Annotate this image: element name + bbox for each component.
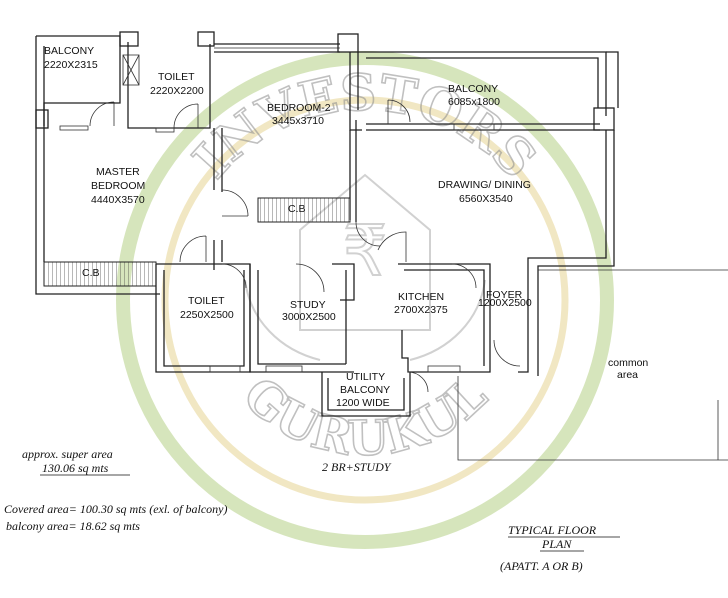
cupboard-label-2: C.B — [82, 267, 100, 279]
room-size-master-bedroom: 4440X3570 — [91, 194, 145, 206]
watermark-inner-ring — [161, 96, 569, 504]
room-name-utility-l1: UTILITY — [346, 371, 385, 383]
room-name-balcony-master: BALCONY — [44, 45, 94, 57]
room-size-bedroom-2: 3445x3710 — [272, 115, 324, 127]
watermark-outer-ring — [116, 51, 614, 549]
super-area-value: 130.06 sq mts — [42, 461, 109, 475]
column — [119, 31, 139, 47]
watermark-hands-icon — [244, 279, 486, 361]
super-area-label: approx. super area — [22, 447, 113, 461]
doors — [59, 99, 521, 393]
balcony-area-note: balcony area= 18.62 sq mts — [6, 519, 140, 533]
room-size-foyer: 1200X2500 — [478, 297, 532, 309]
watermark-top-text: INVESTORS — [181, 63, 547, 190]
room-size-toilet-2: 2250X2500 — [180, 309, 234, 321]
room-size-toilet-1: 2220X2200 — [150, 85, 204, 97]
column — [337, 33, 359, 53]
room-size-balcony-main: 6085x1800 — [448, 96, 500, 108]
room-size-balcony-master: 2220X2315 — [44, 59, 98, 71]
room-name-master-bedroom-l1: MASTER — [96, 166, 140, 178]
window — [427, 365, 461, 373]
room-size-study: 3000X2500 — [282, 311, 336, 323]
common-area-label-l2: area — [617, 369, 638, 381]
room-name-balcony-main: BALCONY — [448, 83, 498, 95]
watermark-rupee-icon: ₹ — [343, 210, 388, 292]
window — [155, 127, 175, 133]
room-name-utility-l2: BALCONY — [340, 384, 390, 396]
room-name-kitchen: KITCHEN — [398, 291, 444, 303]
column — [593, 107, 615, 131]
room-name-drawing-dining: DRAWING/ DINING — [438, 179, 531, 191]
room-name-foyer: FOYER — [486, 289, 523, 301]
window — [453, 123, 495, 131]
covered-area-note: Covered area= 100.30 sq mts (exl. of bal… — [4, 502, 228, 516]
plan-title-line3: (APATT. A OR B) — [500, 559, 583, 573]
room-name-toilet-2: TOILET — [188, 295, 225, 307]
unit-type-label: 2 BR+STUDY — [322, 460, 392, 474]
cupboard-bedroom2 — [257, 197, 351, 223]
common-area-label-l1: common — [608, 357, 648, 369]
room-name-master-bedroom-l2: BEDROOM — [91, 180, 145, 192]
cupboard-master — [43, 261, 157, 287]
plan-title-line2: PLAN — [541, 537, 572, 551]
room-size-utility: 1200 WIDE — [336, 397, 390, 409]
room-size-kitchen: 2700X2375 — [394, 304, 448, 316]
shaft — [122, 54, 140, 86]
window — [209, 365, 241, 373]
room-name-study: STUDY — [290, 299, 326, 311]
walls — [35, 31, 728, 461]
room-size-drawing-dining: 6560X3540 — [459, 193, 513, 205]
room-name-bedroom-2: BEDROOM-2 — [267, 102, 331, 114]
watermark-house-icon — [299, 173, 431, 331]
cupboard-label-1: C.B — [288, 203, 306, 215]
column — [197, 31, 215, 47]
plan-title-line1: TYPICAL FLOOR — [508, 523, 597, 537]
window — [59, 125, 89, 131]
room-name-toilet-1: TOILET — [158, 71, 195, 83]
column — [35, 109, 49, 129]
window — [265, 365, 303, 373]
